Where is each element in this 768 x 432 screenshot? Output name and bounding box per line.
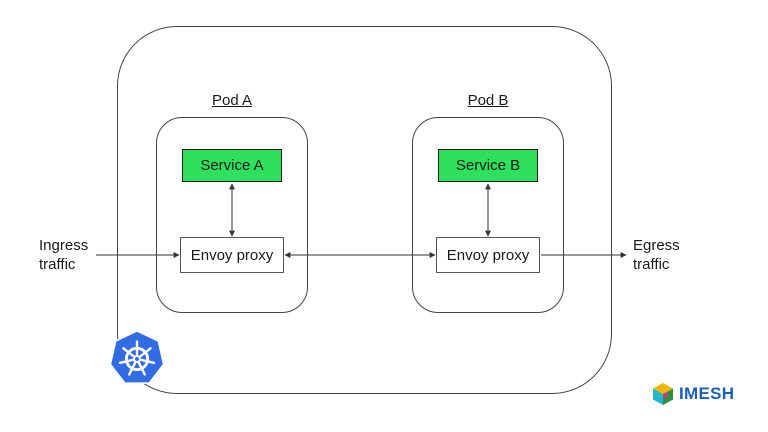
ingress-label-line2: traffic bbox=[39, 256, 76, 273]
pod-a-box bbox=[156, 117, 308, 313]
egress-label-line1: Egress bbox=[633, 237, 680, 254]
egress-label-line2: traffic bbox=[633, 256, 670, 273]
envoy-proxy-b-box: Envoy proxy bbox=[436, 237, 540, 273]
cluster-boundary bbox=[117, 26, 612, 394]
service-b-box: Service B bbox=[438, 149, 538, 182]
ingress-label-line1: Ingress bbox=[39, 237, 89, 254]
pod-b-title: Pod B bbox=[467, 92, 509, 109]
ingress-label: Ingress traffic bbox=[39, 236, 88, 274]
kubernetes-icon bbox=[109, 330, 165, 384]
egress-label: Egress traffic bbox=[633, 236, 680, 274]
imesh-logo-icon bbox=[653, 383, 673, 405]
pod-a-title: Pod A bbox=[211, 92, 253, 109]
brand-name: IMESH bbox=[679, 384, 735, 403]
service-a-box: Service A bbox=[182, 149, 282, 182]
envoy-proxy-a-box: Envoy proxy bbox=[180, 237, 284, 273]
pod-b-box bbox=[412, 117, 564, 313]
